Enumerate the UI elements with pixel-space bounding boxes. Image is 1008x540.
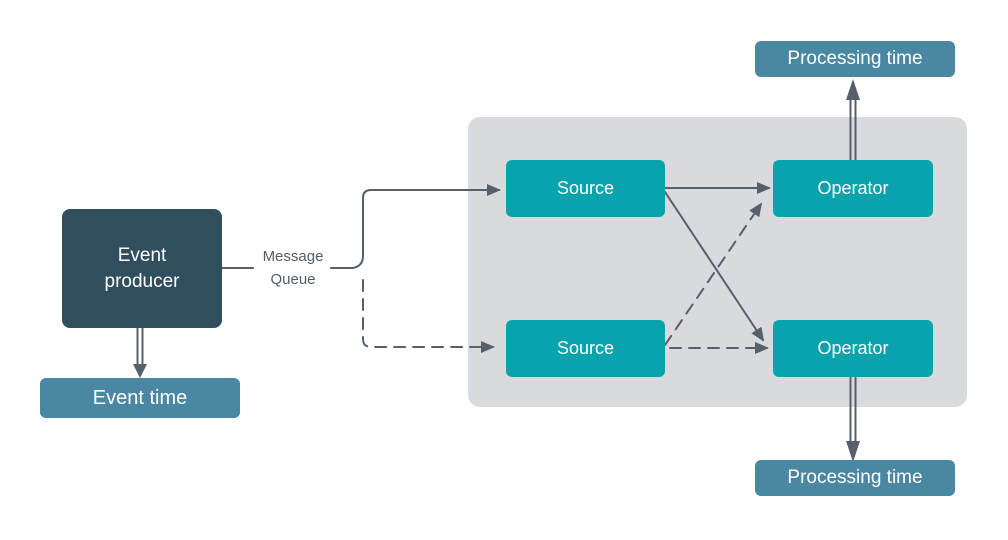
edge-queue-to-source-bottom [362,279,495,353]
operator-bottom-node: Operator [773,320,933,377]
processing-time-top-node: Processing time [755,41,955,77]
edge-producer-to-event-time [133,328,147,378]
operator-bottom-label: Operator [817,338,889,358]
message-queue-label: Message Queue [262,248,324,288]
source-bottom-label: Source [556,338,615,358]
event-producer-label: Event producer [104,244,180,292]
event-time-label: Event time [92,386,188,409]
source-top-node: Source [506,160,665,217]
event-time-node: Event time [40,378,240,418]
edge-operator-bottom-to-processing-time [846,377,860,462]
processing-time-bottom-node: Processing time [755,460,955,496]
edge-queue-to-source-top [330,184,501,269]
edge-source-bottom-to-operator-top [664,202,763,346]
operator-top-label: Operator [817,178,889,198]
edge-operator-top-to-processing-time [846,79,860,160]
processing-time-bottom-label: Processing time [787,467,923,488]
processing-time-top-label: Processing time [787,48,923,69]
message-queue-label-wrap: Message Queue [251,245,335,291]
edge-source-top-to-operator-bottom [664,191,765,342]
event-producer-node: Event producer [62,209,222,328]
operator-top-node: Operator [773,160,933,217]
source-top-label: Source [556,178,615,198]
source-bottom-node: Source [506,320,665,377]
